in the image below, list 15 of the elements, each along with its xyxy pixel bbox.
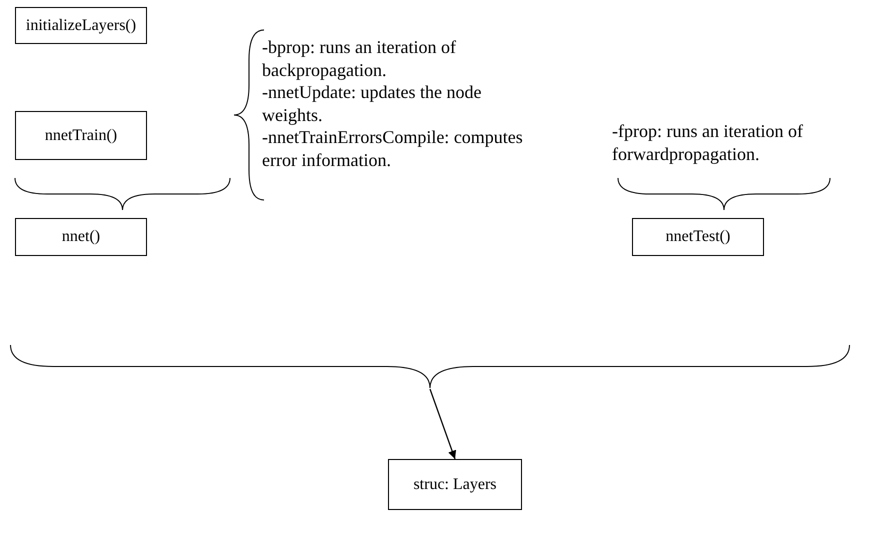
arrow xyxy=(429,388,456,460)
note-text: -nnetTrainErrorsCompile: computes error information. xyxy=(262,126,524,171)
box-label: struc: Layers xyxy=(413,474,497,494)
box-label: nnet() xyxy=(62,227,100,247)
process-box xyxy=(15,111,147,160)
box-label: initializeLayers() xyxy=(26,16,136,36)
note-text: -bprop: runs an iteration of backpropagation. xyxy=(262,36,457,81)
box-label: nnetTest() xyxy=(666,227,730,247)
note-text: -fprop: runs an iteration of forwardpropagation. xyxy=(612,120,804,165)
note-text: -nnetUpdate: updates the node weights. xyxy=(262,81,482,126)
process-box xyxy=(632,218,764,256)
box-label: nnetTrain() xyxy=(44,126,118,146)
process-box xyxy=(15,218,147,256)
process-box xyxy=(15,7,147,44)
process-box xyxy=(388,459,522,510)
